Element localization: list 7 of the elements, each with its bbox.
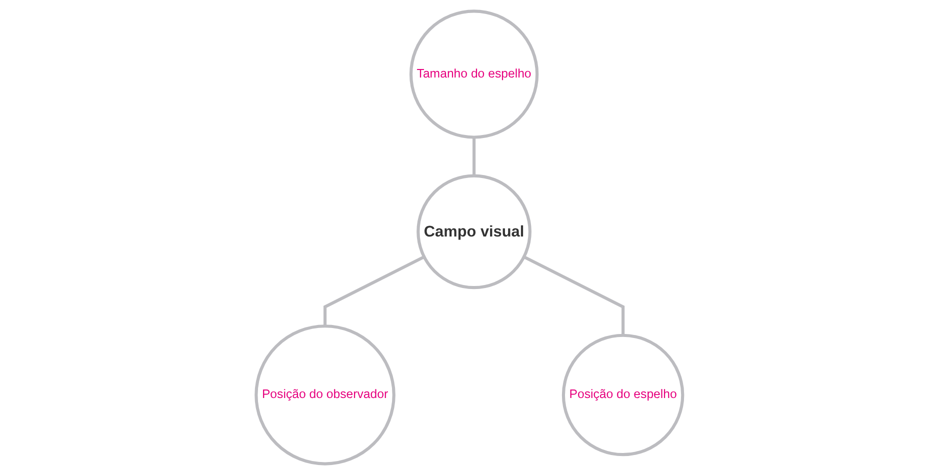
connector [523, 255, 625, 336]
node-circle: Posição do observador [254, 324, 396, 466]
node-circle: Tamanho do espelho [410, 10, 539, 139]
connector [324, 255, 425, 326]
node-circle: Posição do espelho [562, 334, 684, 456]
connector [472, 137, 476, 176]
node-circle: Campo visual [416, 174, 532, 290]
